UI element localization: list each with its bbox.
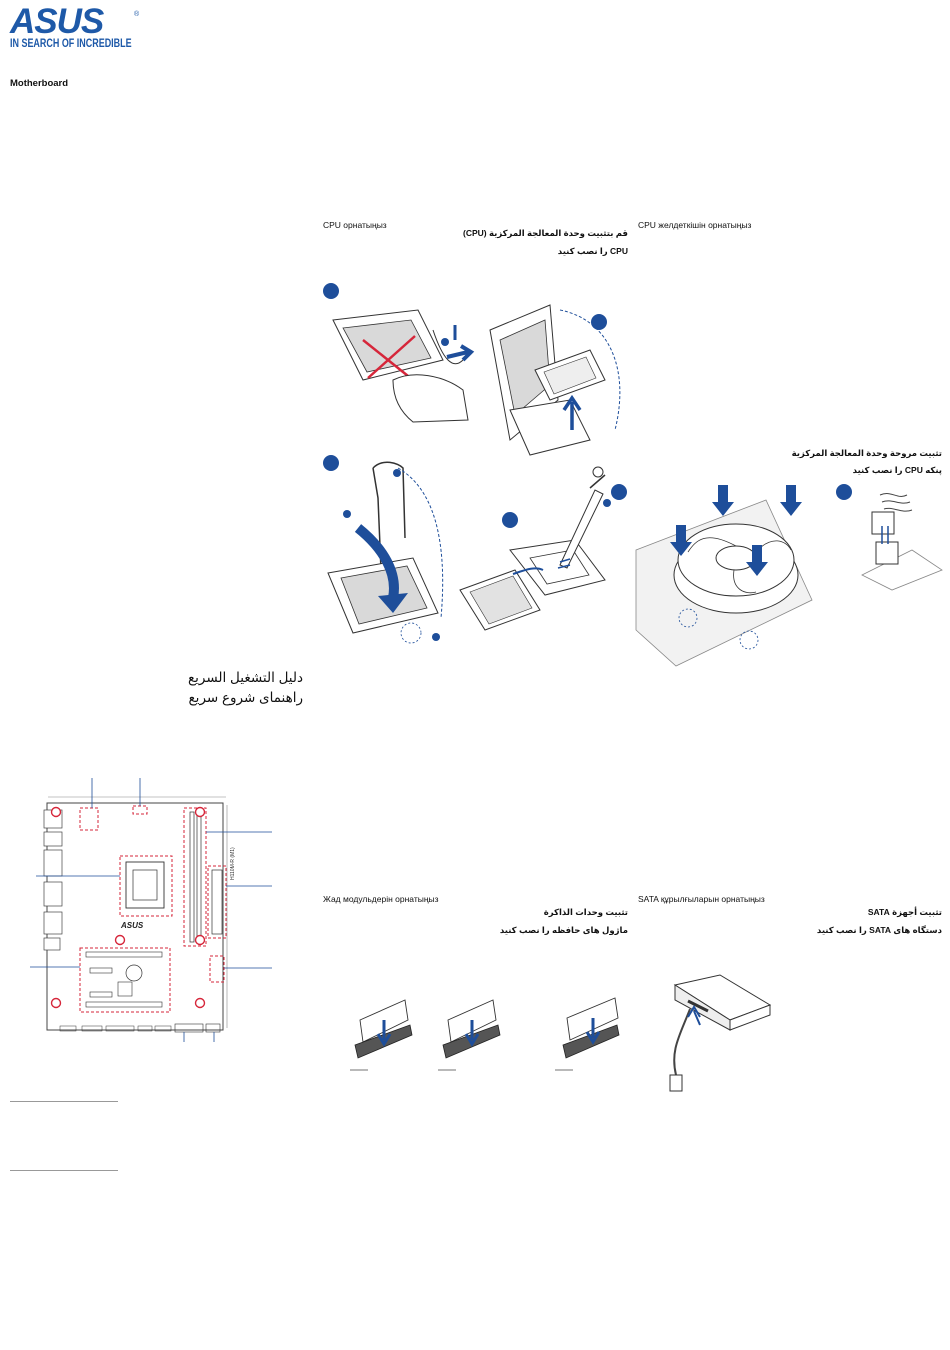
- memory-install-illustration-1: [350, 999, 413, 1071]
- brand-tagline: IN SEARCH OF INCREDIBLE: [10, 38, 132, 50]
- board-silkscreen-logo: ASUS: [121, 921, 144, 930]
- thermal-paste-illustration: [459, 474, 606, 631]
- footnote-divider-2: [10, 1170, 118, 1171]
- cpu-heading-arabic: قم بتثبيت وحدة المعالجة المركزية (CPU): [462, 228, 628, 238]
- sata-heading-arabic: تثبيت أجهزة SATA: [867, 907, 942, 917]
- step-badge-cpu-5: [502, 512, 518, 528]
- cpu-fan-heading-arabic: تثبيت مروحة وحدة المعالجة المركزية: [791, 448, 942, 458]
- cpu-insert-illustration: [489, 304, 621, 478]
- sata-heading-kazakh: SATA құрылғыларын орнатыңыз: [638, 894, 765, 904]
- step-badge-fan-2: [836, 484, 852, 500]
- cpu-heading-persian: CPU را نصب كنيد: [557, 246, 628, 256]
- step-badge-cpu-1: [323, 283, 339, 299]
- step-dot-d: [432, 633, 440, 641]
- memory-heading-kazakh: Жад модульдерін орнатыңыз: [323, 894, 439, 904]
- step-dot-e: [603, 499, 611, 507]
- cpu-fan-install-illustration: [635, 485, 813, 667]
- cpu-heading-kazakh: CPU орнатыңыз: [323, 220, 387, 230]
- product-title: Motherboard: [10, 78, 69, 89]
- memory-heading-arabic: تثبيت وحدات الذاكرة: [543, 907, 628, 917]
- memory-heading-persian: ماژول های حافظه را نصب كنيد: [499, 925, 628, 935]
- sata-heading-persian: دستگاه های SATA را نصب كنيد: [816, 925, 942, 935]
- memory-install-illustration-2: [438, 999, 501, 1071]
- sata-install-illustration: [669, 974, 772, 1092]
- asus-logo: ASUS: [10, 2, 104, 41]
- step-dot-c: [343, 510, 351, 518]
- quick-start-title-persian: راهنمای شروع سريع: [188, 690, 304, 705]
- cpu-fan-connector-illustration: [861, 493, 943, 591]
- quick-start-title-arabic: دليل التشغيل السريع: [187, 670, 303, 685]
- cpu-socket-open-illustration: [332, 309, 475, 423]
- cpu-lever-close-illustration: [327, 461, 444, 644]
- board-model-silkscreen: H110M-R (M1): [230, 847, 236, 880]
- motherboard-layout-diagram: [30, 778, 272, 1042]
- registered-mark: ®: [134, 11, 140, 18]
- step-dot-a: [441, 338, 449, 346]
- step-badge-fan-1: [611, 484, 627, 500]
- step-badge-cpu-2: [591, 314, 607, 330]
- cpu-fan-heading-kazakh: CPU желдеткішін орнатыңыз: [638, 220, 752, 230]
- step-badge-cpu-4: [323, 455, 339, 471]
- memory-install-illustration-3: [555, 997, 620, 1071]
- cpu-fan-heading-persian: پنكه CPU را نصب كنيد: [852, 465, 942, 475]
- footnote-divider-1: [10, 1101, 118, 1102]
- step-dot-b: [393, 469, 401, 477]
